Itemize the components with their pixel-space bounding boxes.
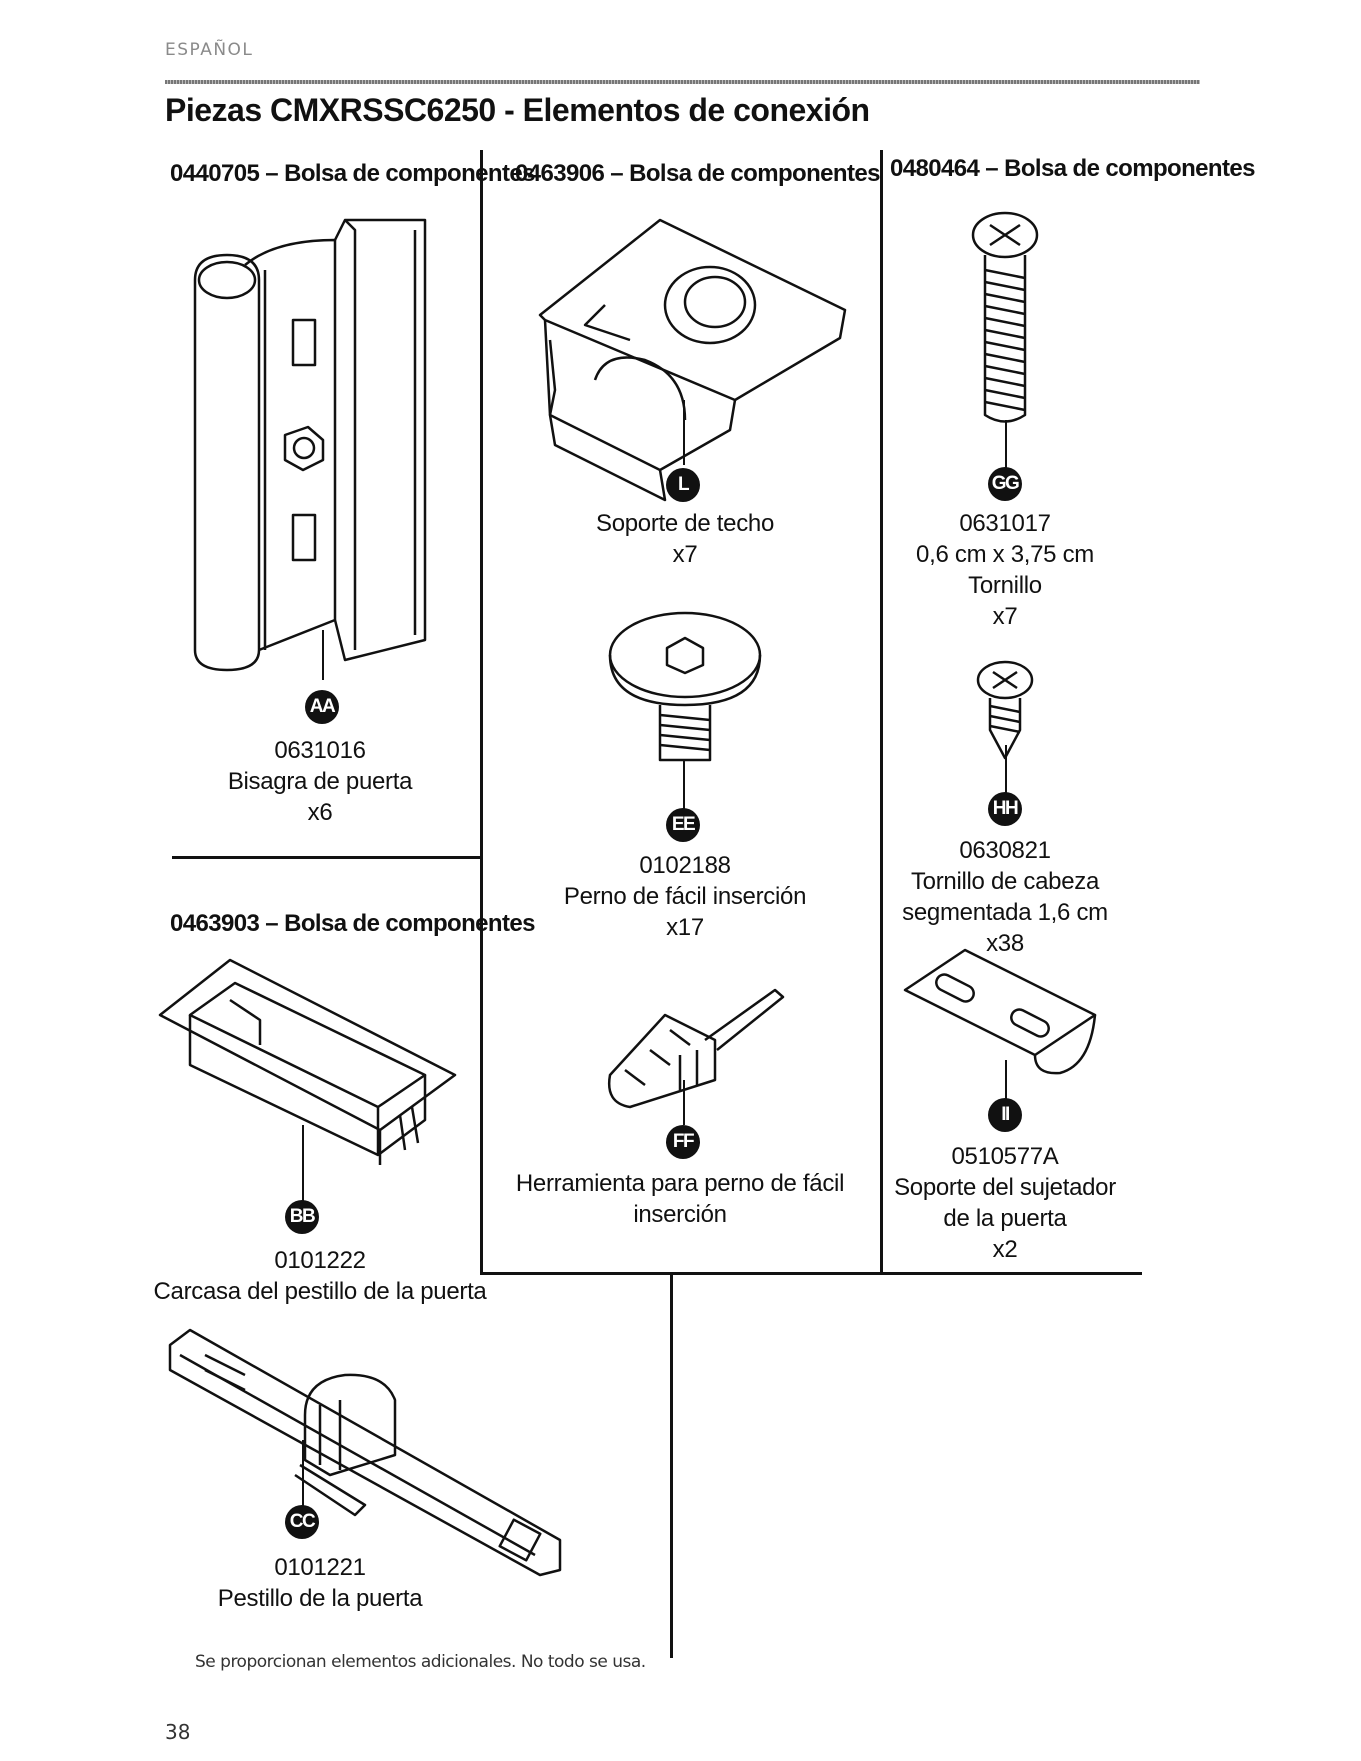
footnote: Se proporcionan elementos adicionales. N… [195,1652,646,1672]
leader-CC [302,1440,304,1510]
part-name-II-line1: Soporte del sujetador [894,1174,1116,1201]
part-caption-L: Soporte de techo x7 [540,508,830,570]
door-hinge-illustration [193,218,427,672]
part-name-HH-line2: segmentada 1,6 cm [902,899,1108,926]
part-caption-GG: 0631017 0,6 cm x 3,75 cm Tornillo x7 [880,508,1130,632]
leader-BB [302,1125,304,1203]
part-badge-FF: FF [666,1125,700,1159]
section-divider-bottom [480,1272,1142,1275]
part-qty-L: x7 [672,541,698,568]
part-qty-AA: x6 [307,799,333,826]
part-size-GG: 0,6 cm x 3,75 cm [916,541,1094,568]
part-qty-II: x2 [992,1236,1018,1263]
group-header-0463903: 0463903 – Bolsa de componentes [170,910,535,937]
part-badge-HH: HH [988,792,1022,826]
leader-FF [683,1080,685,1125]
part-caption-FF: Herramienta para perno de fácil inserció… [482,1168,878,1230]
part-caption-II: 0510577A Soporte del sujetador de la pue… [880,1141,1130,1265]
door-latch-illustration [168,1328,562,1577]
part-name-L: Soporte de techo [595,510,774,537]
section-divider-left [172,856,482,859]
page-number: 38 [165,1720,191,1744]
part-qty-GG: x7 [992,603,1018,630]
header-divider [165,80,1200,84]
group-header-0463906: 0463906 – Bolsa de componentes [515,160,880,187]
part-number-AA: 0631016 [274,737,366,764]
leader-HH [1005,745,1007,795]
leader-AA [322,630,324,680]
insertion-tool-illustration [607,988,785,1109]
part-caption-BB: 0101222 Carcasa del pestillo de la puert… [150,1245,490,1307]
easy-insert-bolt-illustration [608,611,762,762]
part-qty-EE: x17 [666,914,704,941]
part-number-EE: 0102188 [639,852,731,879]
screw-long-illustration [971,211,1039,423]
part-badge-AA: AA [305,690,339,724]
part-badge-L: L [666,468,700,502]
group-header-0480464: 0480464 – Bolsa de componentes [890,155,1255,182]
part-name-BB: Carcasa del pestillo de la puerta [153,1278,487,1305]
part-caption-EE: 0102188 Perno de fácil inserción x17 [540,850,830,943]
part-name-AA: Bisagra de puerta [227,768,413,795]
part-badge-CC: CC [285,1505,319,1539]
language-label: ESPAÑOL [165,40,254,60]
part-name-HH-line1: Tornillo de cabeza [910,868,1100,895]
part-number-II: 0510577A [951,1143,1059,1170]
part-badge-EE: EE [666,808,700,842]
latch-housing-illustration [158,958,457,1165]
leader-II [1005,1060,1007,1110]
part-number-GG: 0631017 [959,510,1051,537]
column-divider-right [880,150,883,1275]
leader-GG [1005,420,1007,470]
part-name-GG: Tornillo [968,572,1042,599]
door-clasp-bracket-illustration [903,948,1097,1075]
leader-L [683,400,685,465]
column-divider-left [480,150,483,1275]
part-name-CC: Pestillo de la puerta [217,1585,423,1612]
part-number-HH: 0630821 [959,837,1051,864]
roof-bracket-illustration [538,218,847,502]
part-number-CC: 0101221 [274,1554,366,1581]
leader-EE [683,760,685,810]
column-divider-bottom [670,1275,673,1658]
part-badge-II: II [988,1098,1022,1132]
part-name-FF: Herramienta para perno de fácil inserció… [515,1170,845,1228]
part-name-II-line2: de la puerta [943,1205,1067,1232]
part-number-BB: 0101222 [274,1247,366,1274]
part-name-EE: Perno de fácil inserción [563,883,807,910]
part-caption-AA: 0631016 Bisagra de puerta x6 [170,735,470,828]
group-header-0440705: 0440705 – Bolsa de componentes [170,160,535,187]
part-qty-HH: x38 [986,930,1024,957]
part-badge-BB: BB [285,1200,319,1234]
part-caption-HH: 0630821 Tornillo de cabeza segmentada 1,… [880,835,1130,959]
page-title: Piezas CMXRSSC6250 - Elementos de conexi… [165,92,870,128]
part-badge-GG: GG [988,467,1022,501]
part-caption-CC: 0101221 Pestillo de la puerta [150,1552,490,1614]
